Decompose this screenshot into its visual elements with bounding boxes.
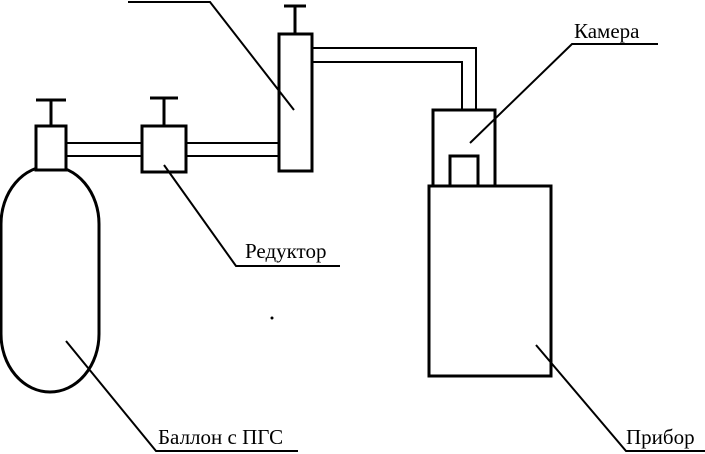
pipe-column-to-chamber — [312, 47, 477, 110]
label-chamber: Камера — [574, 19, 640, 43]
cylinder-neck — [34, 124, 68, 172]
reducer — [140, 96, 188, 174]
gas-cylinder — [0, 98, 101, 394]
stray-dot — [270, 316, 274, 320]
label-device: Прибор — [626, 425, 695, 449]
chamber-inner-sensor — [448, 154, 480, 190]
pipe-cylinder-to-reducer — [66, 142, 142, 157]
label-reducer: Редуктор — [245, 239, 326, 263]
label-cylinder: Баллон с ПГС — [158, 425, 283, 449]
chamber — [431, 108, 497, 190]
device — [427, 184, 553, 378]
leader-lines — [65, 1, 705, 452]
flow-column — [277, 4, 314, 173]
pipe-reducer-to-column — [186, 142, 279, 157]
